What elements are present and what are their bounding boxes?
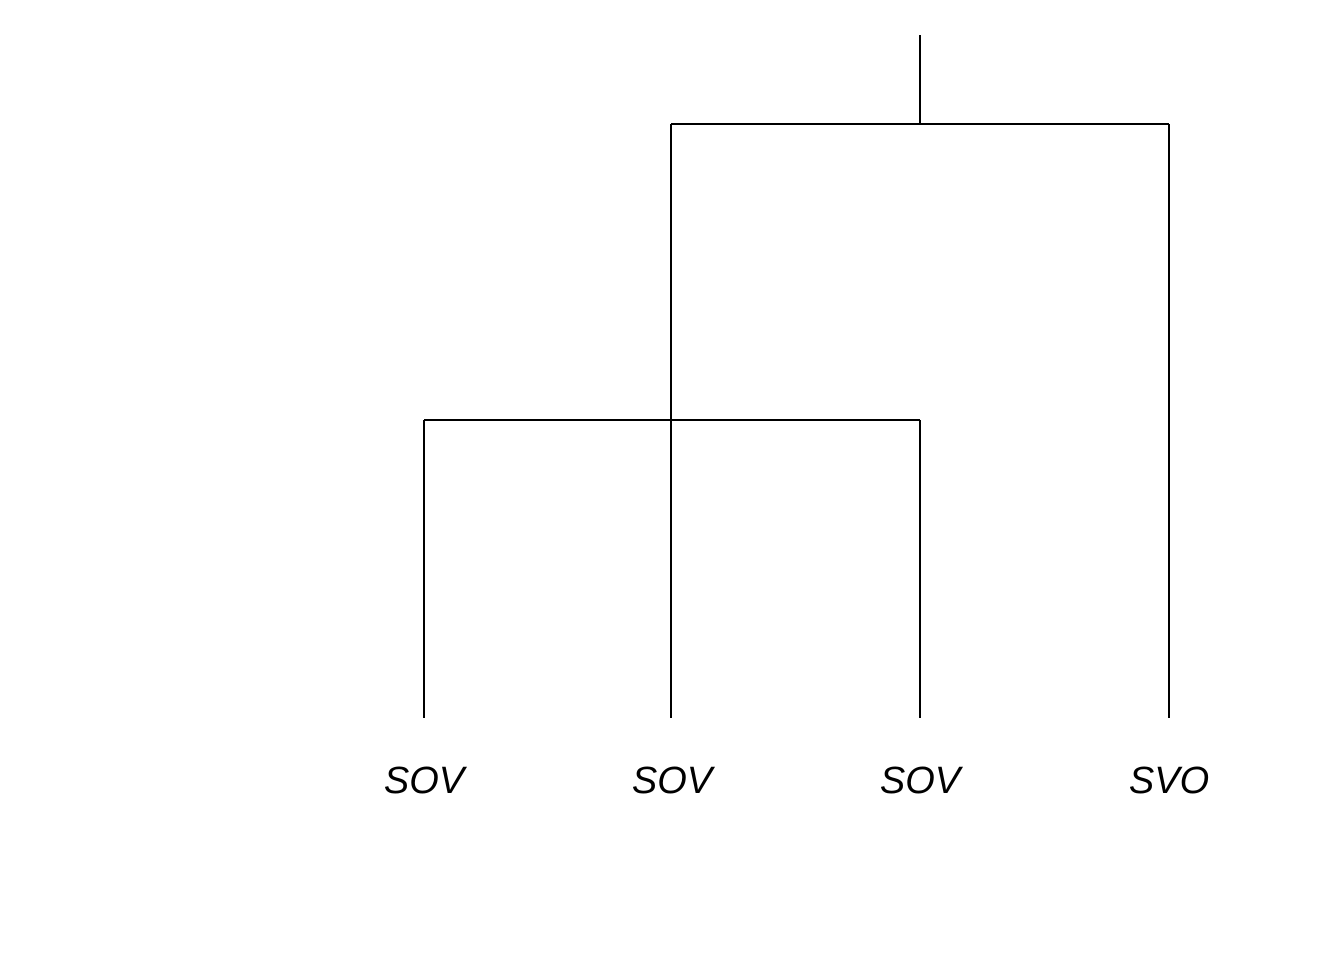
- leaf-label-3: SOV: [880, 760, 964, 802]
- leaf-label-1: SOV: [384, 760, 468, 802]
- leaf-label-4: SVO: [1129, 760, 1209, 802]
- leaf-label-2: SOV: [632, 760, 716, 802]
